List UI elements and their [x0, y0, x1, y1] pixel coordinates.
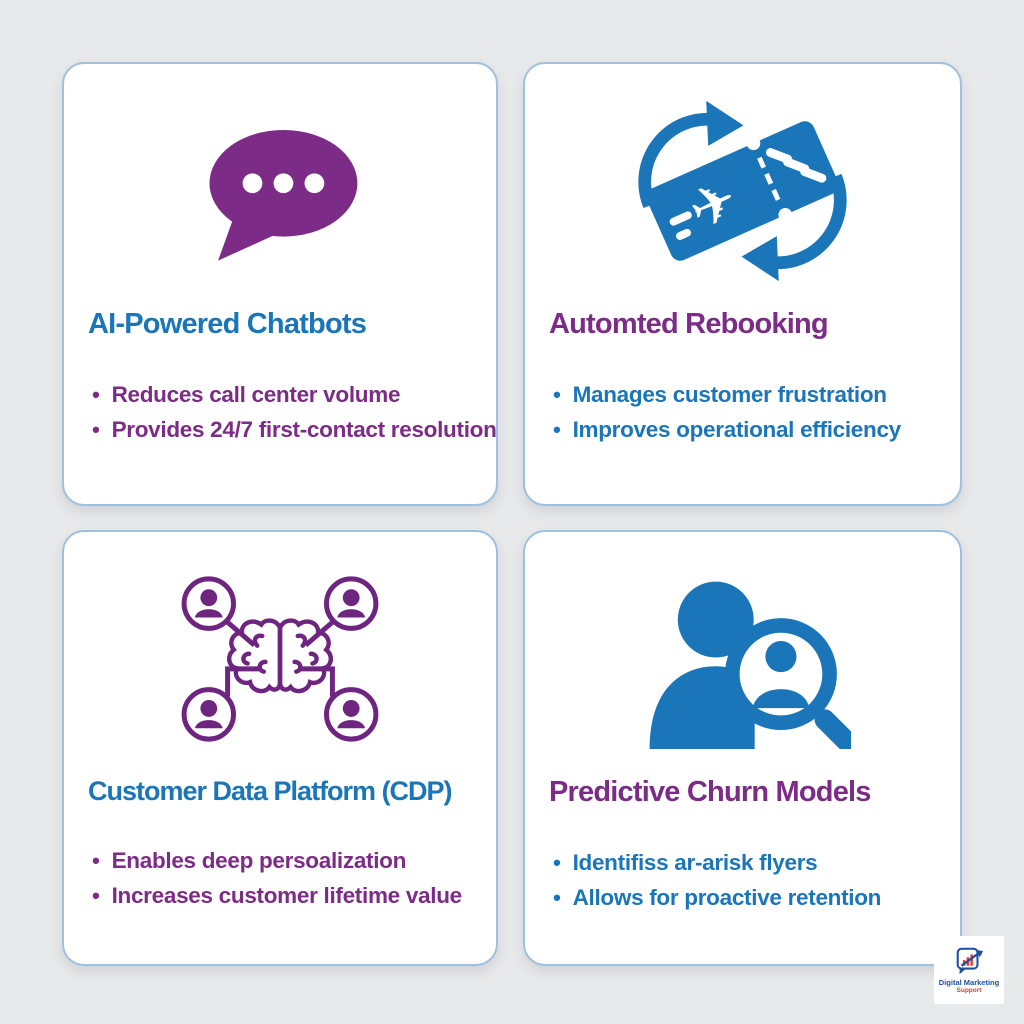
card-title: AI-Powered Chatbots: [88, 308, 367, 340]
rebooking-ticket-icon: ✈: [547, 82, 938, 300]
cdp-network-brain-icon: [86, 550, 474, 768]
card-customer-data-platform: Customer Data Platform (CDP) Enables dee…: [62, 530, 498, 966]
bullet-item: Allows for proactive retention: [553, 880, 938, 915]
bullet-item: Identifiss ar-arisk flyers: [553, 845, 938, 880]
card-title: Predictive Churn Models: [549, 776, 871, 808]
bullet-item: Increases customer lifetime value: [92, 878, 474, 913]
card-ai-powered-chatbots: AI-Powered Chatbots Reduces call center …: [62, 62, 498, 506]
bullet-list: Manages customer frustration Improves op…: [547, 377, 938, 447]
bullet-item: Reduces call center volume: [92, 377, 474, 412]
bullet-list: Reduces call center volume Provides 24/7…: [86, 377, 497, 447]
bullet-list: Enables deep persoalization Increases cu…: [86, 843, 474, 913]
card-predictive-churn-models: Predictive Churn Models Identifiss ar-ar…: [523, 530, 962, 966]
bar-chart-arrow-icon: [956, 947, 984, 975]
churn-person-search-icon: [547, 550, 938, 768]
bullet-item: Manages customer frustration: [553, 377, 938, 412]
logo-text-line1: Digital Marketing: [938, 978, 1000, 987]
card-grid: AI-Powered Chatbots Reduces call center …: [62, 62, 962, 966]
chat-bubble-icon: [86, 82, 474, 300]
logo-text-line2: Support: [956, 987, 982, 994]
card-title: Automted Rebooking: [549, 308, 829, 340]
bullet-item: Enables deep persoalization: [92, 843, 474, 878]
bullet-item: Provides 24/7 first-contact resolution: [92, 412, 497, 447]
card-title: Customer Data Platform (CDP): [88, 776, 453, 806]
bullet-list: Identifiss ar-arisk flyers Allows for pr…: [547, 845, 938, 915]
brand-logo: Digital Marketing Support: [934, 936, 1004, 1004]
bullet-item: Improves operational efficiency: [553, 412, 938, 447]
card-automated-rebooking: ✈ Automted Rebooking Manages customer fr…: [523, 62, 962, 506]
